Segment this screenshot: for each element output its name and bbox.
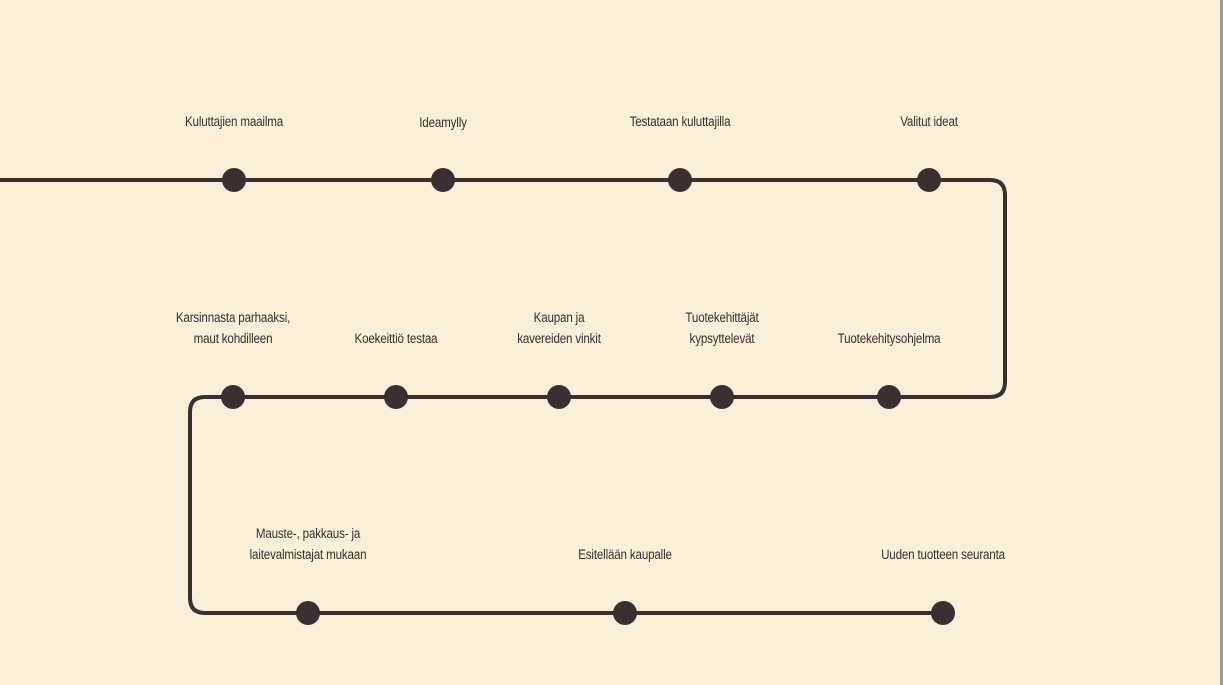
step-label-kuluttajien-maailma: Kuluttajien maailma: [184, 114, 284, 129]
step-dot: [384, 385, 408, 409]
step-label-tuotekehittajat-kypsyttelevat: Tuotekehittäjät kypsyttelevät: [685, 310, 759, 346]
step-dot: [877, 385, 901, 409]
step-label-mauste-pakkaus-laitevalmistajat: Mauste-, pakkaus- ja laitevalmistajat mu…: [249, 526, 367, 562]
step-label-koekeittio-testaa: Koekeittiö testaa: [354, 331, 438, 346]
step-label-ideamylly: Ideamylly: [419, 115, 467, 130]
step-label-testataan-kuluttajilla: Testataan kuluttajilla: [629, 114, 731, 129]
step-dot: [710, 385, 734, 409]
step-dot-end: [931, 601, 955, 625]
step-label-tuotekehitysohjelma: Tuotekehitysohjelma: [837, 331, 941, 346]
step-dot: [613, 601, 637, 625]
step-label-karsinnasta-parhaaksi: Karsinnasta parhaaksi, maut kohdilleen: [175, 310, 291, 346]
step-label-esitellaan-kaupalle: Esitellään kaupalle: [578, 547, 672, 562]
step-dot: [222, 168, 246, 192]
frame-border: [1220, 0, 1223, 685]
step-dot: [296, 601, 320, 625]
step-dot: [917, 168, 941, 192]
step-dot: [668, 168, 692, 192]
step-dot: [547, 385, 571, 409]
step-dot: [431, 168, 455, 192]
step-dot: [221, 385, 245, 409]
step-label-kaupan-ja-kavereiden-vinkit: Kaupan ja kavereiden vinkit: [517, 310, 601, 346]
step-label-valitut-ideat: Valitut ideat: [900, 114, 958, 129]
step-label-uuden-tuotteen-seuranta: Uuden tuotteen seuranta: [881, 547, 1005, 562]
